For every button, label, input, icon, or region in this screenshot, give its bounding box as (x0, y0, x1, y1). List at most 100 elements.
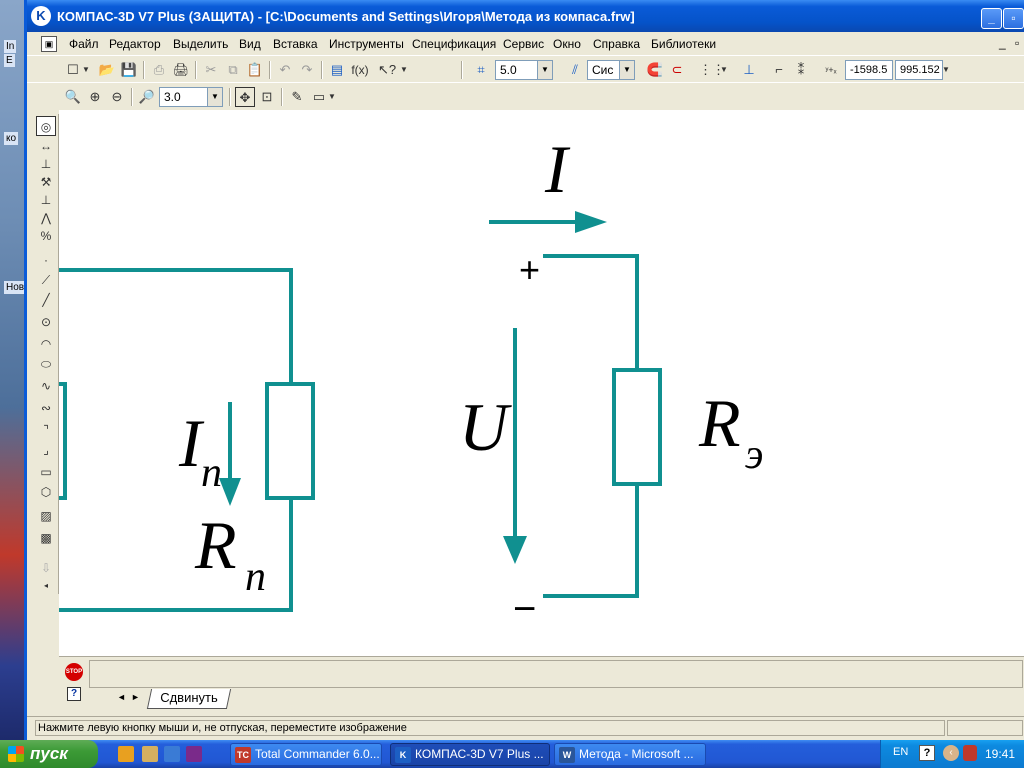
hatch-icon[interactable]: ▨ (40, 509, 52, 523)
save-icon[interactable]: 💾 (120, 62, 138, 77)
dimensions-tool-icon[interactable]: ↔ (40, 139, 52, 153)
tab-next-icon[interactable]: ► (131, 692, 140, 702)
chevron-down-icon[interactable]: ▼ (942, 65, 950, 74)
zoom-dropdown-icon[interactable]: ▼ (207, 87, 223, 107)
kompas-logo-icon[interactable]: K (31, 6, 51, 26)
edit-tool-icon[interactable]: ⚒ (40, 175, 52, 189)
menu-select[interactable]: Выделить (173, 37, 229, 51)
language-indicator[interactable]: EN (893, 746, 909, 758)
stop-icon[interactable]: STOP (65, 663, 83, 681)
grid-icon[interactable]: ⋮⋮ (699, 62, 725, 77)
designations-tool-icon[interactable]: ⊥ (40, 157, 52, 171)
tab-prev-icon[interactable]: ◄ (117, 692, 126, 702)
local-cs-icon[interactable]: ⊥ (743, 62, 755, 77)
drawing-canvas[interactable]: I n R n I + U R э − (59, 110, 1024, 656)
magnet-settings-icon[interactable]: ⊂ (671, 62, 683, 77)
step-dropdown-icon[interactable]: ▼ (537, 60, 553, 80)
menu-service[interactable]: Сервис (503, 37, 545, 51)
tray-expand-icon[interactable]: ‹ (943, 745, 959, 761)
desktop-icon-label[interactable]: In (4, 40, 17, 53)
parametrize-tool-icon[interactable]: ⊥ (40, 193, 52, 207)
quicklaunch-xp-icon[interactable] (186, 746, 202, 762)
variables-icon[interactable]: ▤ (330, 62, 344, 77)
spline-icon[interactable]: ∿ (40, 379, 52, 393)
copy-icon[interactable]: ⧉ (228, 62, 238, 77)
undo-icon[interactable]: ↶ (279, 62, 291, 77)
scroll-arrow-icon[interactable]: ◂ (43, 581, 48, 590)
tray-help-icon[interactable]: ? (919, 745, 935, 761)
menu-file[interactable]: Файл (69, 37, 99, 51)
rectangle-icon[interactable]: ▭ (40, 465, 52, 479)
help-icon[interactable]: ? (67, 687, 81, 701)
quicklaunch-tool-icon[interactable] (142, 746, 158, 762)
help-pointer-icon[interactable]: ↖? (377, 62, 397, 77)
cut-icon[interactable]: ✂ (205, 62, 217, 77)
task-kompas[interactable]: K КОМПАС-3D V7 Plus ... (390, 743, 550, 766)
refresh-icon[interactable]: ✎ (291, 89, 303, 104)
fill-icon[interactable]: ▩ (40, 531, 52, 545)
task-total-commander[interactable]: TC Total Commander 6.0... (230, 743, 382, 766)
print-icon[interactable]: ⎙ (153, 62, 165, 77)
chevron-down-icon[interactable]: ▼ (82, 65, 90, 74)
chevron-down-icon[interactable]: ▼ (400, 65, 408, 74)
circle-icon[interactable]: ⊙ (40, 315, 52, 329)
zoom-out-icon[interactable]: ⊖ (111, 89, 123, 104)
restore-button[interactable]: ▫ (1003, 8, 1024, 29)
menu-libraries[interactable]: Библиотеки (651, 37, 717, 51)
coord-y-field[interactable]: 995.152 (895, 60, 943, 80)
paste-icon[interactable]: 📋 (246, 62, 264, 77)
measure-tool-icon[interactable]: ⋀ (41, 211, 51, 225)
tab-move[interactable]: Сдвинуть (146, 689, 231, 709)
chevron-down-icon[interactable]: ▼ (720, 65, 728, 74)
mdi-minimize-button[interactable]: _ (999, 36, 1006, 50)
minimize-button[interactable]: _ (981, 8, 1002, 29)
point-icon[interactable]: · (44, 253, 48, 267)
style-icon[interactable]: ⫽ (572, 62, 578, 77)
quicklaunch-runner-icon[interactable] (118, 746, 134, 762)
desktop-icon-label[interactable]: ко (4, 132, 19, 145)
new-icon[interactable]: ☐ (67, 62, 79, 77)
menu-window[interactable]: Окно (553, 37, 581, 51)
aux-line-icon[interactable]: ⟋ (41, 273, 51, 287)
coord-x-field[interactable]: -1598.5 (845, 60, 893, 80)
menu-specification[interactable]: Спецификация (412, 37, 497, 51)
title-bar[interactable]: K КОМПАС-3D V7 Plus (ЗАЩИТА) - [C:\Docum… (27, 0, 1024, 32)
more-tools-icon[interactable]: ⇩ (40, 561, 52, 575)
ellipse-icon[interactable]: ⬭ (40, 357, 52, 371)
style-dropdown-icon[interactable]: ▼ (619, 60, 635, 80)
menu-view[interactable]: Вид (239, 37, 261, 51)
pan-icon[interactable]: ✥ (235, 87, 255, 107)
task-word[interactable]: W Метода - Microsoft ... (554, 743, 706, 766)
tray-app-icon[interactable] (963, 745, 977, 761)
redo-icon[interactable]: ↷ (301, 62, 313, 77)
nurbs-icon[interactable]: ∾ (40, 401, 52, 415)
ortho-icon[interactable]: ⌐ (775, 62, 783, 77)
command-properties-field[interactable] (89, 660, 1023, 688)
segment-icon[interactable]: ╱ (42, 293, 50, 307)
zoom-window-icon[interactable]: 🔍 (64, 89, 82, 104)
snap-step-icon[interactable]: ⌗ (477, 62, 485, 77)
menu-help[interactable]: Справка (593, 37, 641, 51)
desktop-icon-label[interactable]: Нов (4, 281, 27, 294)
menu-insert[interactable]: Вставка (273, 37, 318, 51)
chamfer-icon[interactable]: ⌝ (43, 423, 49, 437)
zoom-scale-icon[interactable]: 🔎 (138, 89, 156, 104)
desktop-icon-label[interactable]: E (4, 54, 15, 67)
menu-tools[interactable]: Инструменты (329, 37, 404, 51)
contour-icon[interactable]: ⬡ (40, 485, 52, 499)
display-icon[interactable]: ▭ (312, 89, 326, 104)
style-select[interactable]: Сис (587, 60, 623, 80)
quicklaunch-explorer-icon[interactable] (164, 746, 180, 762)
document-icon[interactable]: ▣ (41, 36, 57, 52)
mdi-restore-button[interactable]: ▫ (1015, 36, 1020, 50)
fillet-icon[interactable]: ⌟ (43, 443, 49, 457)
open-icon[interactable]: 📂 (98, 62, 116, 77)
magnet-icon[interactable]: 🧲 (646, 62, 664, 77)
formula-button[interactable]: f(x) (351, 63, 369, 77)
fit-all-icon[interactable]: ⊡ (261, 89, 273, 104)
start-button[interactable]: пуск (0, 740, 98, 768)
chevron-down-icon[interactable]: ▼ (328, 92, 336, 101)
points-icon[interactable]: ⁑ (797, 62, 805, 77)
select-tool-icon[interactable]: % (40, 229, 52, 243)
arc-icon[interactable]: ◠ (40, 337, 52, 351)
